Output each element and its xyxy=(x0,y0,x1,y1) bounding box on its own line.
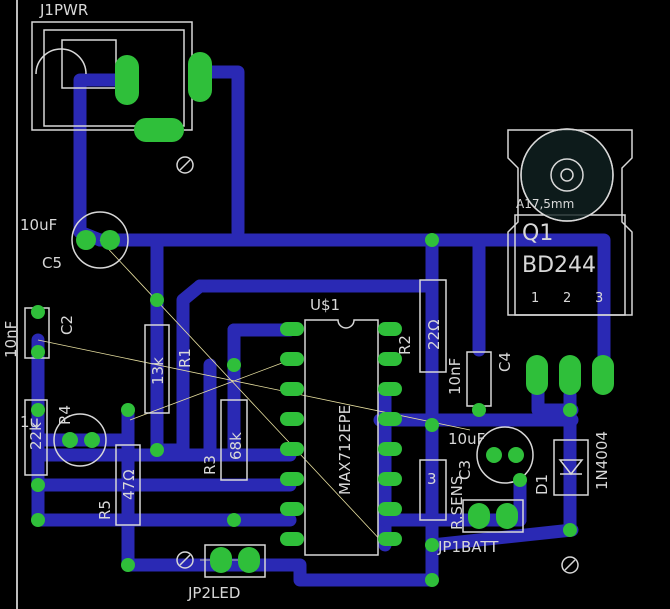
label-c3-name: C3 xyxy=(456,460,474,480)
label-c5-name: C5 xyxy=(42,254,62,272)
pads xyxy=(31,52,614,587)
label-r2-value: 22Ω xyxy=(425,319,443,350)
label-r1-value: 13k xyxy=(149,357,167,385)
label-rsens: R.SENS xyxy=(448,476,466,530)
label-jp2: JP2LED xyxy=(187,584,240,602)
silkscreen xyxy=(24,21,633,578)
label-c2-value: 10nF xyxy=(2,321,20,358)
label-r1-name: R1 xyxy=(176,348,194,368)
label-c5-value: 10uF xyxy=(20,216,57,234)
label-q1-pin2: 2 xyxy=(563,291,571,306)
label-c4-name: C4 xyxy=(496,352,514,372)
label-j1pwr: J1PWR xyxy=(39,1,88,19)
label-q1-value: BD244 xyxy=(522,253,596,278)
label-r4-value: 22k xyxy=(27,422,45,450)
label-r4-left: 1u xyxy=(20,413,39,431)
label-c2-name: C2 xyxy=(58,315,76,335)
label-heatsink: A17,5mm xyxy=(516,197,574,211)
label-r4-name: R4 xyxy=(56,405,74,425)
label-r3-name: R3 xyxy=(201,455,219,475)
label-c3-value: 10uF xyxy=(448,430,485,448)
label-d1-name: D1 xyxy=(533,474,551,495)
label-d1-value: 1N4004 xyxy=(593,431,611,490)
label-q1-pin1: 1 xyxy=(531,291,539,306)
label-ic-value: MAX712EPE xyxy=(336,405,354,495)
label-ic-name: U$1 xyxy=(310,296,340,314)
label-r2-name: R2 xyxy=(396,335,414,355)
label-r3-value: 68k xyxy=(227,432,245,460)
label-q1-pin3: 3 xyxy=(595,291,603,306)
label-r5-name: R5 xyxy=(96,500,114,520)
label-r5-value: 47Ω xyxy=(120,469,138,500)
label-jp1: JP1BATT xyxy=(437,538,499,556)
label-q1-name: Q1 xyxy=(522,221,553,246)
label-rsens-value: 3 xyxy=(427,470,437,488)
label-c4-value: 10nF xyxy=(446,358,464,395)
